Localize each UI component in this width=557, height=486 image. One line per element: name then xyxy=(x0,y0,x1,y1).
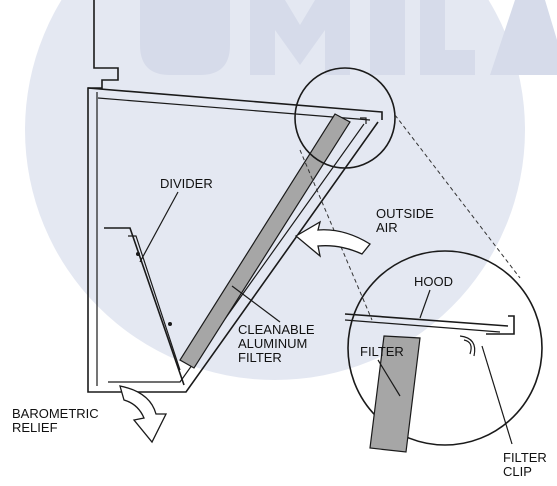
label-filter-clip-line2: CLIP xyxy=(503,464,532,479)
divider-rivet-bottom xyxy=(168,322,172,326)
leader-lines xyxy=(139,191,513,445)
detail-enlargement xyxy=(344,250,543,453)
label-divider: DIVIDER xyxy=(160,176,213,191)
detail-hood-top xyxy=(344,313,509,327)
leader-divider xyxy=(139,191,179,263)
label-cleanable-line1: CLEANABLE xyxy=(238,322,315,337)
watermark-letter-a xyxy=(490,0,557,75)
detail-hood-inner xyxy=(344,319,501,333)
hood-top xyxy=(87,87,383,120)
label-barometric-line2: RELIEF xyxy=(12,420,58,435)
watermark-letter-u xyxy=(140,0,230,75)
detail-hood-lip xyxy=(486,315,515,335)
label-hood: HOOD xyxy=(414,274,453,289)
watermark-letter-i xyxy=(370,0,405,75)
leader-cleanable-filter xyxy=(231,285,281,323)
hood-top-inner xyxy=(97,97,371,121)
label-filter-clip-line1: FILTER xyxy=(503,450,547,465)
label-barometric-line1: BAROMETRIC xyxy=(12,406,99,421)
label-cleanable-line2: ALUMINUM xyxy=(238,336,307,351)
hood-body xyxy=(87,87,383,393)
watermark-letter-l xyxy=(420,0,475,75)
down-curved-arrow-icon xyxy=(119,385,168,444)
label-outside-air-line2: AIR xyxy=(376,220,398,235)
aluminum-filter xyxy=(179,113,351,369)
label-outside-air-line1: OUTSIDE xyxy=(376,206,434,221)
detail-callout-circle-small xyxy=(294,67,396,169)
unit-wall xyxy=(87,0,119,393)
leader-hood xyxy=(419,289,431,319)
curved-arrow-icon xyxy=(294,220,371,258)
detail-callout-circle-large xyxy=(347,250,543,446)
leader-filter-clip xyxy=(481,345,513,445)
hood-inner-slope xyxy=(108,123,365,383)
label-cleanable-line3: FILTER xyxy=(238,350,282,365)
divider-rivet-top xyxy=(136,252,140,256)
unit-wall-outline xyxy=(87,0,119,393)
divider-inner xyxy=(128,235,181,371)
projection-line-right xyxy=(394,114,521,279)
watermark-letter-m xyxy=(250,0,350,75)
filter-clip xyxy=(459,335,476,357)
filter-clip-inner xyxy=(463,339,472,355)
divider-outline xyxy=(104,227,185,386)
detail-filter xyxy=(369,335,421,453)
label-filter: FILTER xyxy=(360,344,404,359)
divider-panel xyxy=(104,227,185,386)
leader-filter xyxy=(377,359,401,397)
hood-lip xyxy=(360,117,367,124)
